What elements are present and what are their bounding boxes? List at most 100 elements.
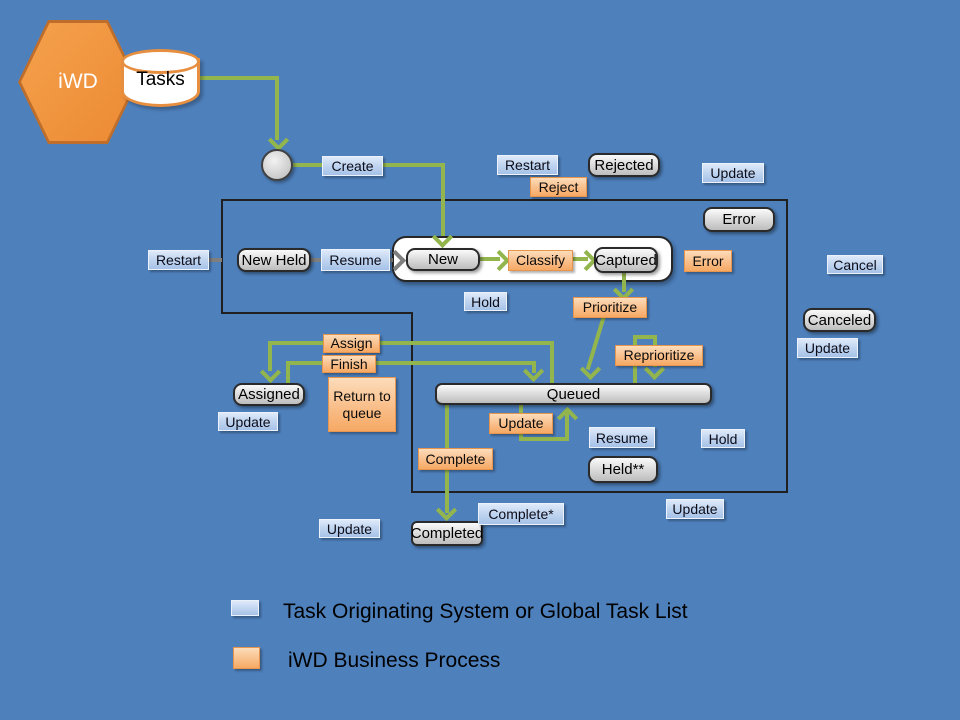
region-border-top	[222, 199, 788, 201]
label-update-right-text: Update	[804, 340, 851, 356]
node-canceled-label: Canceled	[807, 311, 872, 329]
tasks-datastore-top	[121, 49, 200, 74]
label-update-bottom-right: Update	[666, 499, 724, 519]
node-new-label: New	[427, 251, 458, 268]
node-queued: Queued	[435, 383, 712, 405]
legend-swatch-blue	[231, 600, 259, 616]
legend-label-orange: iWD Business Process	[288, 649, 501, 672]
region-border-left-upper	[221, 199, 223, 314]
node-captured-label: Captured	[595, 251, 657, 269]
line-classify-to-captured	[572, 257, 588, 261]
line-update-loop-bottom	[519, 437, 569, 441]
label-return-to-queue: Return to queue	[328, 377, 396, 432]
start-event-circle	[261, 149, 293, 181]
label-finish: Finish	[322, 355, 376, 373]
region-border-right	[786, 199, 788, 493]
node-assigned: Assigned	[233, 383, 305, 406]
line-assign-stub-queued	[550, 341, 554, 383]
label-complete-star: Complete*	[478, 503, 564, 525]
label-update-bottom-left: Update	[319, 519, 380, 538]
arrowhead-update-into-queued	[556, 406, 579, 429]
node-new-held-label: New Held	[241, 251, 307, 269]
label-reprioritize-text: Reprioritize	[623, 347, 695, 364]
label-update-bottom-right-text: Update	[672, 501, 718, 517]
arrowhead-into-completed	[435, 499, 458, 522]
label-update-bottom-left-text: Update	[326, 520, 373, 537]
node-rejected: Rejected	[588, 153, 660, 177]
label-prioritize: Prioritize	[573, 297, 647, 318]
label-update-assigned-text: Update	[225, 413, 271, 430]
node-rejected-label: Rejected	[594, 156, 654, 174]
node-new-held: New Held	[237, 248, 311, 272]
label-update-right: Update	[797, 338, 858, 358]
label-hold-lower: Hold	[701, 429, 745, 448]
line-tasks-to-start	[197, 76, 277, 80]
line-create-drop	[441, 163, 445, 236]
arrowhead-into-start	[267, 129, 290, 152]
line-captured-to-prioritize	[622, 270, 626, 292]
line-new-to-classify	[480, 257, 500, 261]
node-error: Error	[703, 207, 775, 232]
region-border-left-lower	[411, 313, 413, 493]
node-completed: Completed	[411, 521, 483, 546]
label-assign-text: Assign	[330, 335, 373, 352]
label-update-queued: Update	[489, 413, 553, 434]
label-classify: Classify	[508, 250, 573, 271]
line-reprioritize-top	[633, 335, 657, 339]
label-reject: Reject	[530, 177, 587, 197]
label-finish-text: Finish	[330, 355, 368, 372]
label-error-orange: Error	[684, 250, 732, 272]
label-update-top-right: Update	[702, 163, 764, 183]
region-border-bottom	[411, 491, 788, 493]
label-update-queued-text: Update	[498, 415, 544, 432]
legend-swatch-orange	[233, 647, 260, 669]
line-assign	[268, 341, 554, 345]
legend-label-blue: Task Originating System or Global Task L…	[283, 600, 688, 623]
node-new: New	[406, 248, 480, 271]
label-complete-text: Complete	[425, 450, 486, 467]
label-update-top-right-text: Update	[710, 165, 756, 181]
label-restart-top-text: Restart	[504, 157, 551, 173]
node-held: Held**	[588, 456, 658, 483]
line-finish-stub-assigned	[286, 361, 290, 383]
line-update-loop-up	[565, 409, 569, 439]
label-return-to-queue-text: Return to queue	[333, 387, 391, 421]
node-assigned-label: Assigned	[238, 386, 300, 403]
line-finish	[286, 361, 536, 365]
region-border-step	[222, 312, 413, 314]
node-canceled: Canceled	[803, 308, 876, 332]
label-prioritize-text: Prioritize	[582, 299, 638, 316]
label-error-orange-text: Error	[692, 252, 724, 269]
iwd-hexagon-fill: iWD	[21, 23, 135, 141]
label-hold-upper: Hold	[464, 292, 507, 311]
label-restart-left-text: Restart	[155, 252, 202, 268]
label-complete-star-text: Complete*	[488, 506, 554, 522]
node-queued-label: Queued	[546, 385, 601, 403]
label-resume-new-text: Resume	[329, 252, 382, 268]
label-hold-upper-text: Hold	[471, 293, 500, 310]
label-resume-lower-text: Resume	[595, 429, 649, 446]
node-captured: Captured	[594, 247, 658, 273]
label-hold-lower-text: Hold	[708, 430, 738, 447]
label-resume-new: Resume	[321, 249, 390, 271]
arrowhead-into-assigned	[259, 361, 282, 384]
label-cancel: Cancel	[827, 255, 883, 274]
label-reprioritize: Reprioritize	[615, 345, 703, 366]
iwd-hexagon-label: iWD	[58, 70, 98, 93]
line-finish-drop	[532, 361, 536, 373]
iwd-hexagon: iWD	[18, 20, 138, 144]
label-restart-left: Restart	[148, 250, 209, 270]
line-tasks-to-start-drop	[275, 76, 279, 140]
line-assign-drop	[268, 341, 272, 371]
label-assign: Assign	[323, 334, 380, 353]
arrowhead-prioritize-into-queued	[579, 358, 602, 381]
node-error-label: Error	[722, 211, 756, 228]
label-create-text: Create	[331, 158, 374, 174]
line-restart-left-connector	[208, 258, 222, 262]
label-resume-lower: Resume	[589, 427, 655, 448]
label-reject-text: Reject	[538, 178, 579, 195]
node-held-label: Held**	[601, 461, 645, 478]
label-classify-text: Classify	[515, 252, 565, 269]
label-create: Create	[322, 156, 383, 176]
